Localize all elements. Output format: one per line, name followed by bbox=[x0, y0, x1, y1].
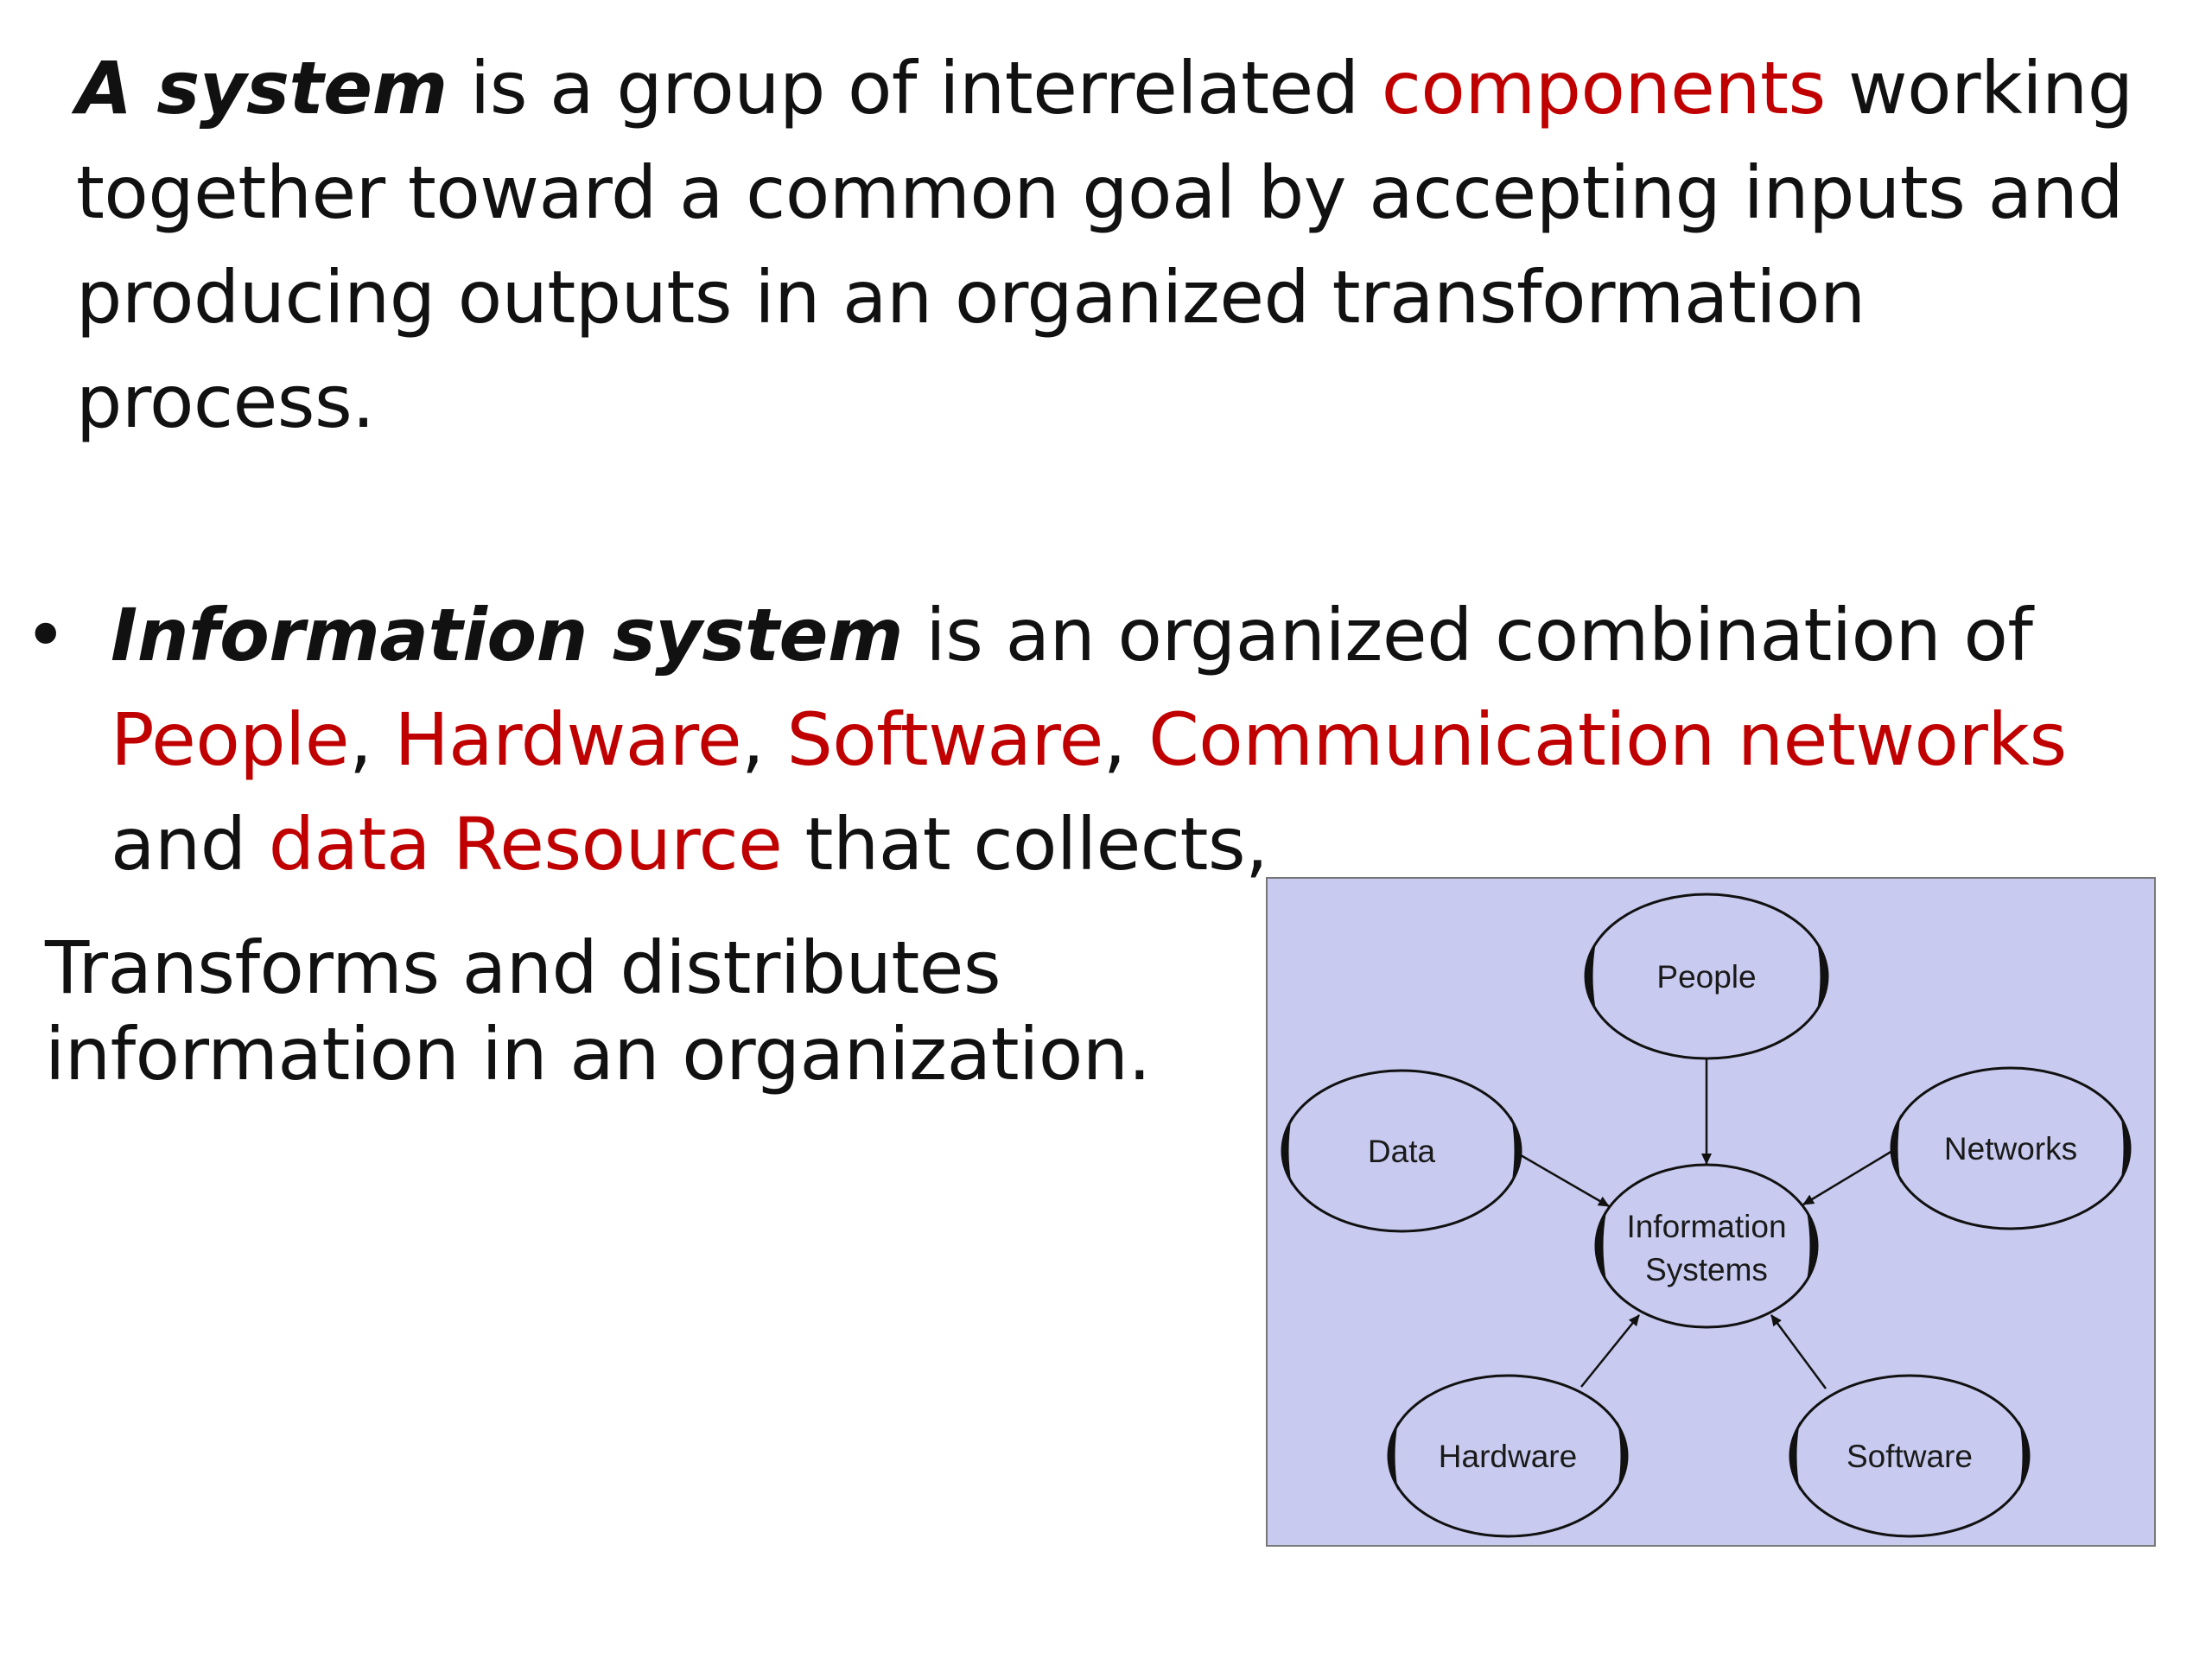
node-data-label: Data bbox=[1368, 1134, 1436, 1169]
networks-highlight: Communication networks bbox=[1148, 697, 2067, 782]
software-highlight: Software bbox=[786, 697, 1103, 782]
node-center-label-line2: Systems bbox=[1645, 1252, 1768, 1287]
node-information-systems: Information Systems bbox=[1594, 1163, 1819, 1329]
bullet-text-1: is an organized combination of bbox=[903, 593, 2033, 677]
system-definition: A system is a group of interrelated comp… bbox=[76, 36, 2167, 454]
node-data: Data bbox=[1281, 1069, 1522, 1233]
bullet-tail: that collects, bbox=[782, 802, 1268, 887]
arrow-networks-to-center bbox=[1802, 1149, 1893, 1206]
node-center-label-line1: Information bbox=[1626, 1209, 1786, 1244]
bullet-and: and bbox=[111, 802, 269, 887]
bullet-marker: • bbox=[24, 593, 67, 677]
information-system-term: Information system bbox=[111, 593, 904, 677]
system-term: A system bbox=[76, 46, 448, 130]
continuation-line-2: information in an organization. bbox=[45, 1012, 1151, 1096]
components-highlight: components bbox=[1381, 46, 1826, 130]
arrow-hardware-to-center bbox=[1580, 1314, 1640, 1388]
continuation-line-1: Transforms and distributes bbox=[45, 925, 1001, 1010]
hardware-highlight: Hardware bbox=[394, 697, 742, 782]
node-people-label: People bbox=[1656, 959, 1756, 995]
node-software: Software bbox=[1789, 1374, 2031, 1538]
information-system-diagram: People Data Networks Information Systems bbox=[1266, 877, 2156, 1547]
bullet-sep-3: , bbox=[1103, 697, 1149, 782]
bullet-text: Information system is an organized combi… bbox=[111, 583, 2184, 897]
definition-text-1: is a group of interrelated bbox=[447, 46, 1382, 130]
node-people: People bbox=[1584, 893, 1829, 1060]
definition-text-2: working together toward a common goal by… bbox=[76, 46, 2133, 444]
people-highlight: People bbox=[111, 697, 350, 782]
node-networks-label: Networks bbox=[1944, 1131, 2077, 1166]
arrow-data-to-center bbox=[1520, 1154, 1610, 1208]
node-software-label: Software bbox=[1847, 1439, 1973, 1474]
node-hardware: Hardware bbox=[1387, 1374, 1629, 1538]
diagram-canvas: People Data Networks Information Systems bbox=[1281, 893, 2132, 1538]
bullet-sep-2: , bbox=[741, 697, 787, 782]
data-resource-highlight: data Resource bbox=[268, 802, 783, 887]
information-system-bullet: • Information system is an organized com… bbox=[24, 583, 2184, 897]
arrow-software-to-center bbox=[1770, 1314, 1827, 1389]
node-networks: Networks bbox=[1890, 1066, 2132, 1230]
node-hardware-label: Hardware bbox=[1439, 1439, 1577, 1474]
bullet-sep-1: , bbox=[349, 697, 395, 782]
